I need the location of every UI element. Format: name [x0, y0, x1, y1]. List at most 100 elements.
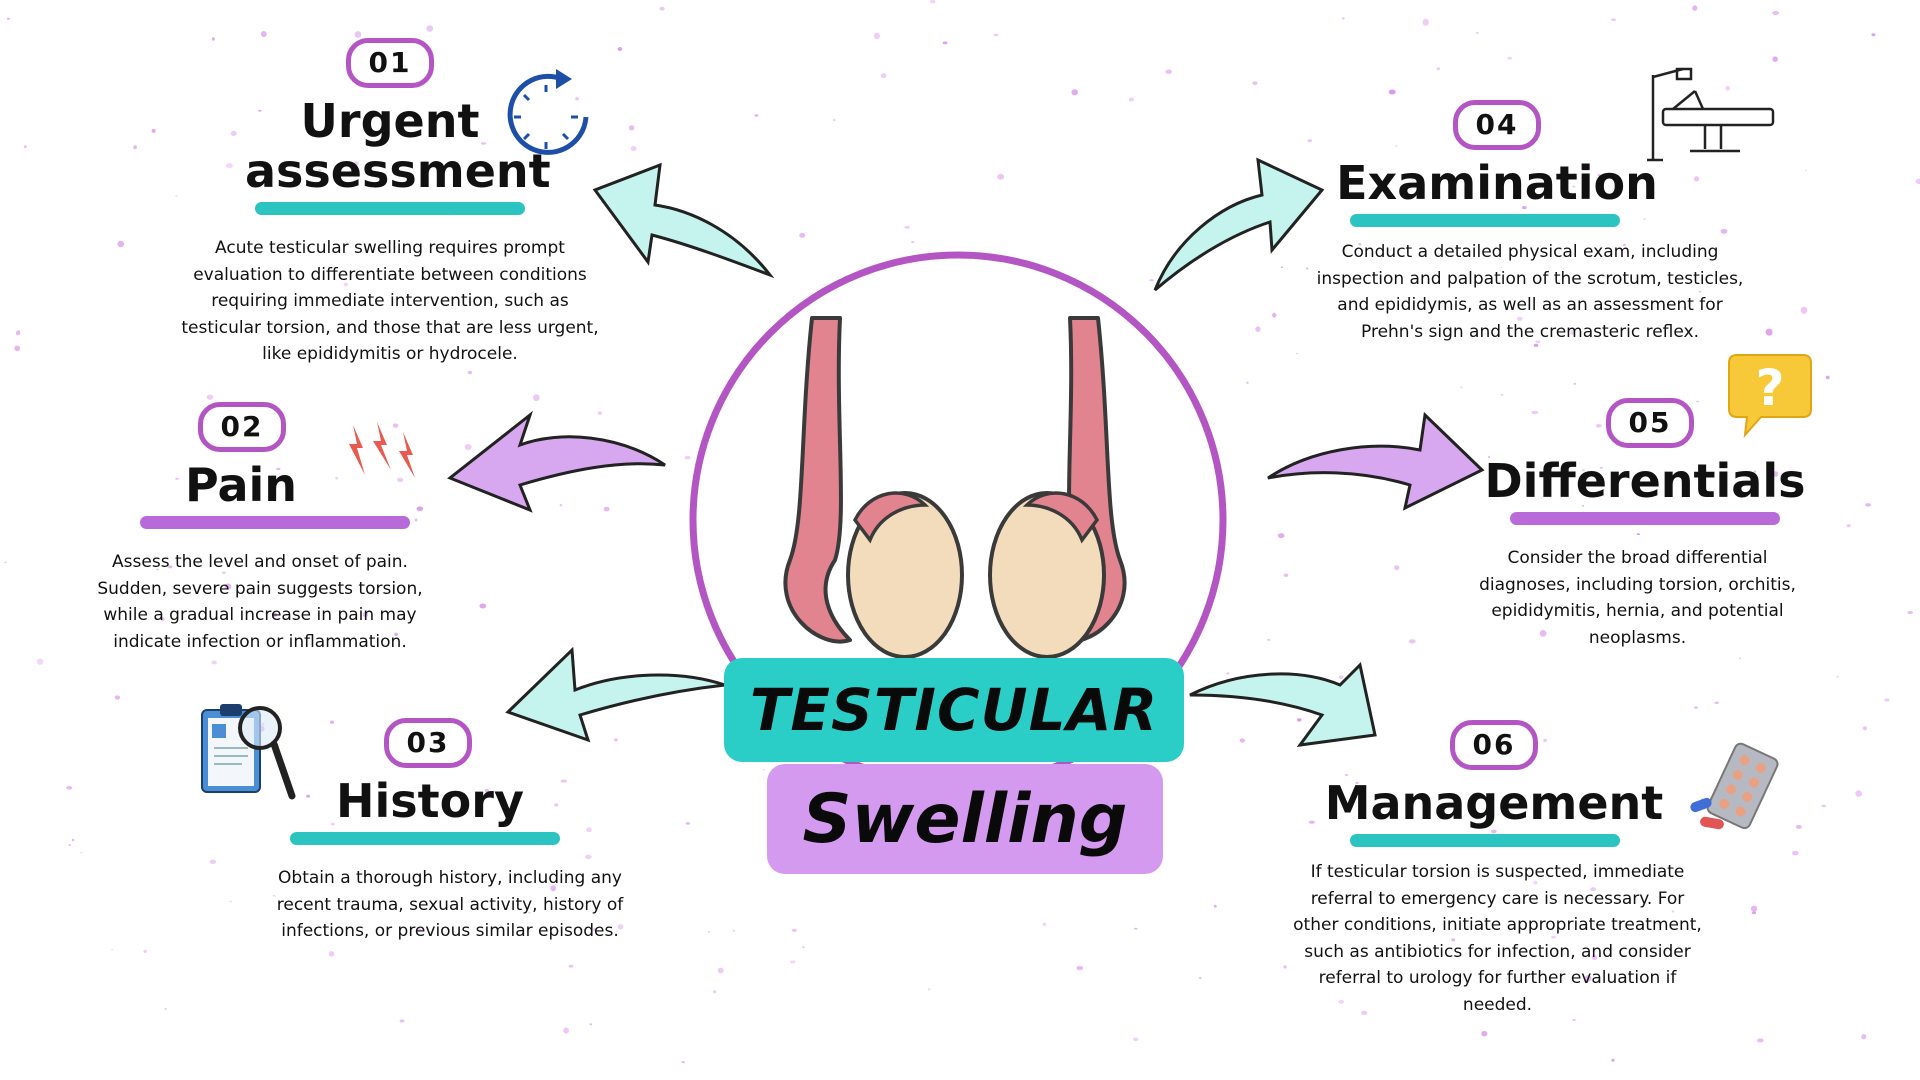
speckle-dot: [1134, 927, 1138, 930]
speckle-dot: [713, 990, 717, 994]
speckle-dot: [614, 738, 618, 742]
arrow-to-differentials: [1267, 411, 1485, 511]
speckle-dot: [1611, 1058, 1615, 1062]
speckle-dot: [362, 611, 369, 618]
section-title: Pain: [184, 458, 298, 512]
speckle-dot: [1750, 905, 1758, 912]
speckle-dot: [318, 169, 322, 172]
speckle-dot: [206, 394, 214, 400]
section-title: Differentials: [1484, 454, 1806, 508]
speckle-dot: [1488, 455, 1491, 459]
speckle-dot: [133, 145, 137, 150]
section-underline: [1510, 512, 1780, 525]
speckle-dot: [343, 282, 349, 287]
section-number-badge: 04: [1452, 100, 1542, 150]
speckle-dot: [942, 41, 948, 45]
speckle-dot: [1643, 218, 1646, 220]
speckle-dot: [754, 114, 759, 117]
speckle-dot: [1500, 394, 1504, 396]
speckle-dot: [528, 911, 531, 914]
speckle-dot: [791, 928, 798, 932]
speckle-dot: [1451, 938, 1456, 942]
speckle-dot: [684, 455, 691, 460]
speckle-dot: [1283, 573, 1289, 577]
left-epididymis: [852, 491, 930, 544]
speckle-dot: [1573, 383, 1576, 385]
section-urgent-assessment: 01 Urgent assessment Acute testicular sw…: [170, 38, 610, 368]
speckle-dot: [1239, 738, 1245, 743]
speckle-dot: [229, 900, 232, 903]
section-underline: [1350, 214, 1620, 227]
section-description: Acute testicular swelling requires promp…: [181, 238, 599, 364]
speckle-dot: [550, 885, 556, 892]
speckle-dot: [175, 195, 178, 197]
speckle-dot: [467, 370, 473, 375]
speckle-dot: [1584, 975, 1592, 982]
speckle-dot: [1338, 675, 1344, 679]
speckle-dot: [392, 423, 399, 428]
speckle-dot: [1295, 352, 1299, 355]
speckle-dot: [394, 632, 398, 637]
speckle-dot: [563, 1027, 569, 1034]
speckle-dot: [1915, 178, 1920, 184]
speckle-dot: [1861, 1034, 1867, 1040]
speckle-dot: [331, 822, 335, 826]
speckle-dot: [1765, 328, 1773, 336]
speckle-dot: [258, 109, 262, 112]
speckle-dot: [1388, 89, 1396, 95]
speckle-dot: [168, 565, 173, 569]
question-bubble-icon: ?: [1728, 354, 1812, 439]
speckle-dot: [628, 125, 635, 131]
section-underline: [255, 202, 525, 215]
speckle-dot: [659, 6, 665, 11]
speckle-dot: [1507, 56, 1513, 60]
speckle-dot: [306, 794, 311, 798]
speckle-dot: [485, 789, 489, 793]
section-number-badge: 02: [197, 402, 287, 452]
speckle-dot: [276, 467, 281, 470]
speckle-dot: [1042, 922, 1047, 927]
arrow-to-pain: [447, 410, 666, 513]
speckle-dot: [1436, 67, 1441, 71]
speckle-dot: [1907, 611, 1913, 614]
speckle-dot: [1846, 524, 1851, 528]
speckle-dot: [1805, 169, 1808, 172]
speckle-dot: [272, 895, 276, 897]
speckle-dot: [1595, 424, 1602, 428]
speckle-dot: [426, 25, 434, 32]
speckle-dot: [1395, 145, 1398, 147]
speckle-dot: [1739, 657, 1741, 660]
speckle-dot: [880, 73, 887, 79]
speckle-dot: [114, 695, 121, 700]
speckle-dot: [335, 476, 338, 480]
speckle-dot: [23, 145, 27, 149]
speckle-dot: [6, 17, 10, 20]
speckle-dot: [399, 1019, 405, 1023]
speckle-dot: [156, 568, 159, 571]
section-description: If testicular torsion is suspected, imme…: [1293, 862, 1702, 1015]
arrow-to-management: [1189, 661, 1377, 747]
clipboard-magnifier-icon: [201, 704, 296, 800]
speckle-dot: [1355, 781, 1359, 784]
section-title: Examination: [1336, 156, 1658, 210]
speckle-dot: [911, 241, 915, 243]
speckle-dot: [1757, 1038, 1764, 1043]
speckle-dot: [1277, 533, 1285, 539]
speckle-dot: [1720, 228, 1728, 234]
speckle-dot: [1283, 965, 1287, 969]
speckle-dot: [1862, 726, 1868, 731]
speckle-dot: [630, 146, 637, 151]
speckle-dot: [904, 225, 910, 229]
speckle-dot: [1071, 89, 1078, 96]
speckle-dot: [1490, 829, 1497, 834]
title-line1: TESTICULAR: [749, 676, 1159, 744]
speckle-dot: [1308, 820, 1316, 824]
speckle-dot: [1521, 206, 1527, 210]
speckle-dot: [80, 852, 83, 854]
speckle-dot: [1481, 1030, 1488, 1037]
speckle-dot: [353, 161, 359, 166]
section-examination: 04 Examination Conduct a detailed physic…: [1300, 100, 1760, 345]
speckle-dot: [160, 617, 165, 622]
speckle-dot: [151, 128, 156, 133]
speckle-dot: [617, 47, 623, 51]
